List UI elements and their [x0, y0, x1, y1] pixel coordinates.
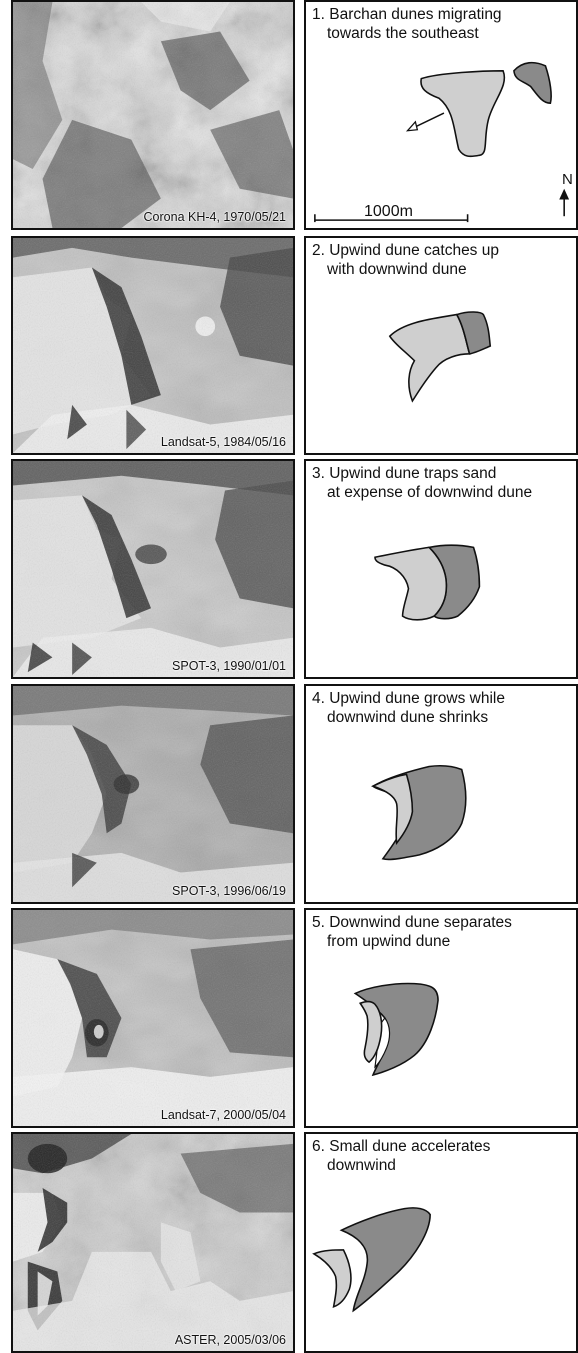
- image-caption: SPOT-3, 1996/06/19: [172, 884, 286, 898]
- image-caption: Landsat-5, 1984/05/16: [161, 435, 286, 449]
- scale-label: 1000m: [364, 203, 413, 221]
- stage-diagram-2: 2. Upwind dune catches up with downwind …: [304, 236, 578, 455]
- satellite-image-1970: Corona KH-4, 1970/05/21: [11, 0, 295, 230]
- north-label: N: [562, 171, 573, 188]
- stage-diagram-5: 5. Downwind dune separates from upwind d…: [304, 908, 578, 1128]
- satellite-image-2005: ASTER, 2005/03/06: [11, 1132, 295, 1353]
- upwind-dune-shape: [314, 1250, 351, 1307]
- image-caption: SPOT-3, 1990/01/01: [172, 659, 286, 673]
- migration-arrow: [413, 113, 444, 128]
- downwind-dune-shape: [341, 1208, 430, 1311]
- stage-diagram-3: 3. Upwind dune traps sand at expense of …: [304, 459, 578, 679]
- upwind-dune-shape: [375, 547, 446, 619]
- stage-diagram-4: 4. Upwind dune grows while downwind dune…: [304, 684, 578, 904]
- image-caption: Corona KH-4, 1970/05/21: [144, 210, 286, 224]
- downwind-dune-shape: [514, 63, 551, 104]
- stage-diagram-1: 1. Barchan dunes migrating towards the s…: [304, 0, 578, 230]
- upwind-dune-shape: [421, 71, 504, 157]
- image-caption: Landsat-7, 2000/05/04: [161, 1108, 286, 1122]
- satellite-image-1984: Landsat-5, 1984/05/16: [11, 236, 295, 455]
- migration-arrowhead: [407, 122, 417, 131]
- upwind-dune-shape: [390, 315, 470, 401]
- satellite-image-1996: SPOT-3, 1996/06/19: [11, 684, 295, 904]
- satellite-image-1990: SPOT-3, 1990/01/01: [11, 459, 295, 679]
- satellite-image-2000: Landsat-7, 2000/05/04: [11, 908, 295, 1128]
- stage-diagram-6: 6. Small dune accelerates downwind: [304, 1132, 578, 1353]
- image-caption: ASTER, 2005/03/06: [175, 1333, 286, 1347]
